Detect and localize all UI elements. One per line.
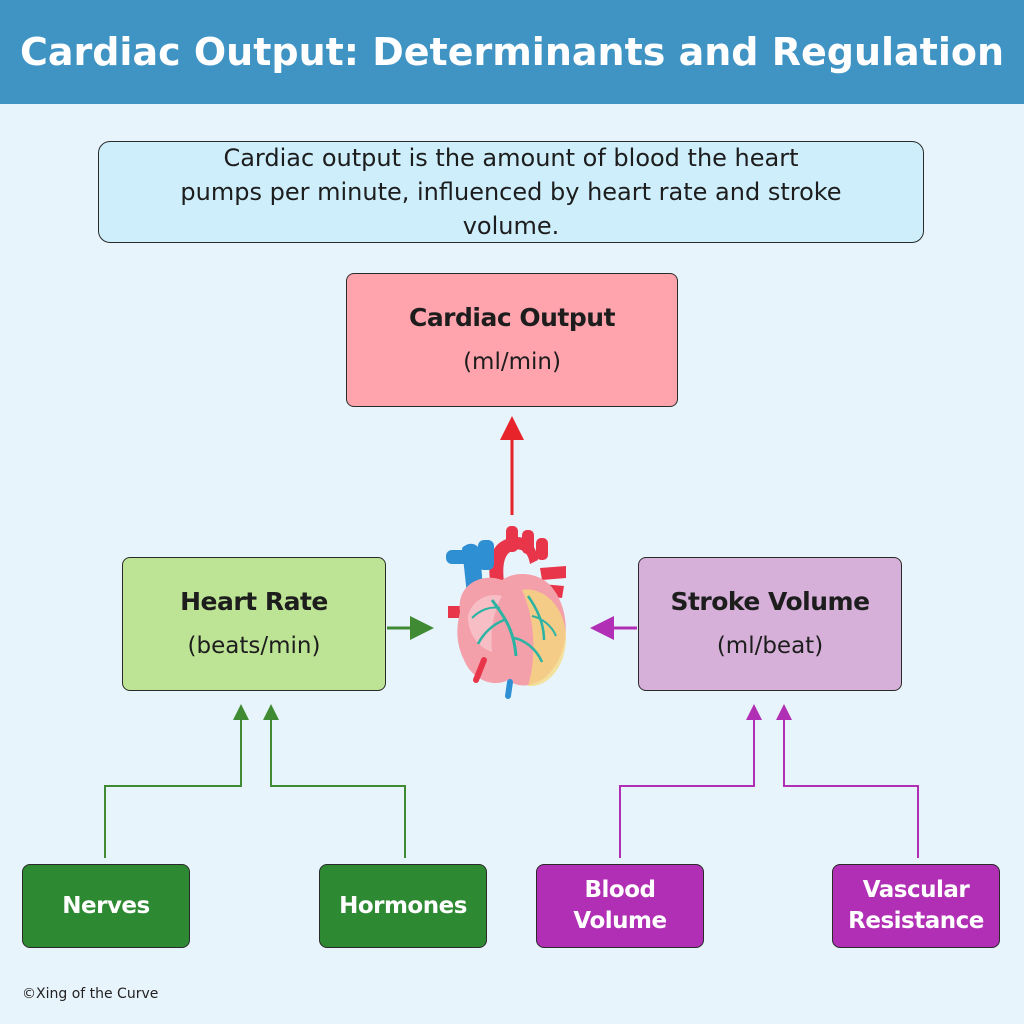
stroke-volume-title: Stroke Volume (670, 587, 870, 616)
arrow-bloodvolume-to-strokevolume (619, 704, 762, 858)
nerves-box: Nerves (22, 864, 190, 948)
arrow-vascular-to-strokevolume (776, 704, 919, 858)
credit-text: ©Xing of the Curve (22, 986, 159, 1002)
heart-rate-unit: (beats/min) (187, 633, 321, 659)
heart-rate-title: Heart Rate (180, 587, 328, 616)
header-banner: Cardiac Output: Determinants and Regulat… (0, 0, 1024, 104)
cardiac-output-box: Cardiac Output (ml/min) (346, 273, 678, 407)
heart-rate-box: Heart Rate (beats/min) (122, 557, 386, 691)
arrow-nerves-to-heartrate (104, 704, 249, 858)
arrow-hormones-to-heartrate (263, 704, 406, 858)
cardiac-output-unit: (ml/min) (463, 349, 561, 375)
blood-volume-box: Blood Volume (536, 864, 704, 948)
page-title: Cardiac Output: Determinants and Regulat… (19, 30, 1005, 74)
stroke-volume-box: Stroke Volume (ml/beat) (638, 557, 902, 691)
cardiac-output-title: Cardiac Output (408, 303, 616, 332)
vascular-resistance-box: Vascular Resistance (832, 864, 1000, 948)
stroke-volume-unit: (ml/beat) (716, 633, 824, 659)
hormones-box: Hormones (319, 864, 487, 948)
definition-box: Cardiac output is the amount of blood th… (98, 141, 924, 243)
heart-icon (446, 526, 566, 699)
